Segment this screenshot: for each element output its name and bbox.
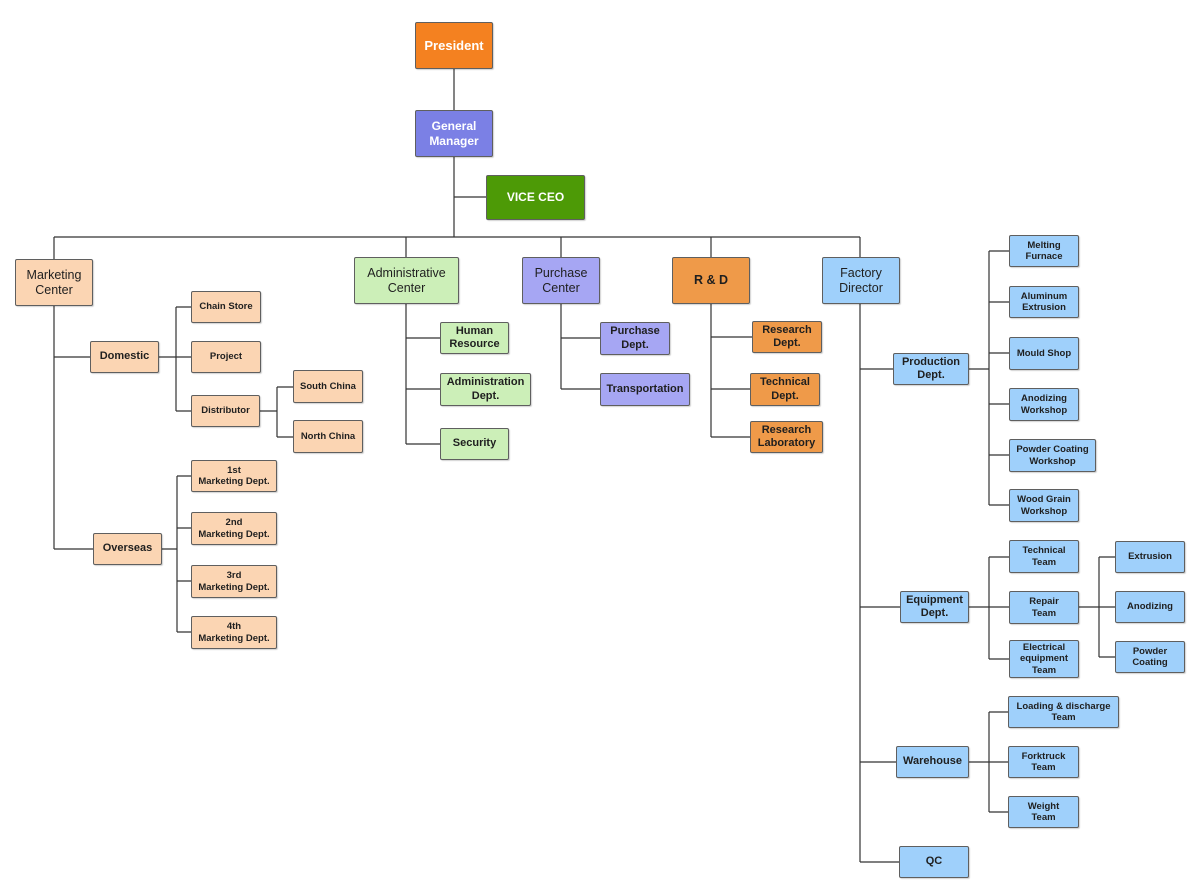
research-laboratory-box: Research Laboratory: [750, 421, 823, 453]
powder-coating-box: Powder Coating: [1115, 641, 1185, 673]
north-china-box: North China: [293, 420, 363, 453]
powder-coating-workshop-box: Powder Coating Workshop: [1009, 439, 1096, 472]
electrical-equipment-team-box: Electrical equipment Team: [1009, 640, 1079, 678]
overseas-box: Overseas: [93, 533, 162, 565]
administration-dept-box: Administration Dept.: [440, 373, 531, 406]
domestic-box: Domestic: [90, 341, 159, 373]
mould-shop-box: Mould Shop: [1009, 337, 1079, 370]
weight-team-box: Weight Team: [1008, 796, 1079, 828]
purchase-dept-box: Purchase Dept.: [600, 322, 670, 355]
marketing-dept-3-box: 3rd Marketing Dept.: [191, 565, 277, 598]
general-manager-box: General Manager: [415, 110, 493, 157]
aluminum-extrusion-box: Aluminum Extrusion: [1009, 286, 1079, 318]
administrative-center-box: Administrative Center: [354, 257, 459, 304]
factory-director-box: Factory Director: [822, 257, 900, 304]
research-dept-box: Research Dept.: [752, 321, 822, 353]
project-box: Project: [191, 341, 261, 373]
human-resource-box: Human Resource: [440, 322, 509, 354]
south-china-box: South China: [293, 370, 363, 403]
extrusion-box: Extrusion: [1115, 541, 1185, 573]
president-box: President: [415, 22, 493, 69]
anodizing-box: Anodizing: [1115, 591, 1185, 623]
wood-grain-workshop-box: Wood Grain Workshop: [1009, 489, 1079, 522]
chain-store-box: Chain Store: [191, 291, 261, 323]
loading-discharge-team-box: Loading & discharge Team: [1008, 696, 1119, 728]
distributor-box: Distributor: [191, 395, 260, 427]
technical-dept-box: Technical Dept.: [750, 373, 820, 406]
production-dept-box: Production Dept.: [893, 353, 969, 385]
anodizing-workshop-box: Anodizing Workshop: [1009, 388, 1079, 421]
warehouse-box: Warehouse: [896, 746, 969, 778]
marketing-dept-4-box: 4th Marketing Dept.: [191, 616, 277, 649]
forktruck-team-box: Forktruck Team: [1008, 746, 1079, 778]
marketing-dept-2-box: 2nd Marketing Dept.: [191, 512, 277, 545]
repair-team-box: Repair Team: [1009, 591, 1079, 624]
security-box: Security: [440, 428, 509, 460]
transportation-box: Transportation: [600, 373, 690, 406]
marketing-dept-1-box: 1st Marketing Dept.: [191, 460, 277, 492]
purchase-center-box: Purchase Center: [522, 257, 600, 304]
qc-box: QC: [899, 846, 969, 878]
vice-ceo-box: VICE CEO: [486, 175, 585, 220]
technical-team-box: Technical Team: [1009, 540, 1079, 573]
marketing-center-box: Marketing Center: [15, 259, 93, 306]
equipment-dept-box: Equipment Dept.: [900, 591, 969, 623]
rnd-box: R & D: [672, 257, 750, 304]
melting-furnace-box: Melting Furnace: [1009, 235, 1079, 267]
